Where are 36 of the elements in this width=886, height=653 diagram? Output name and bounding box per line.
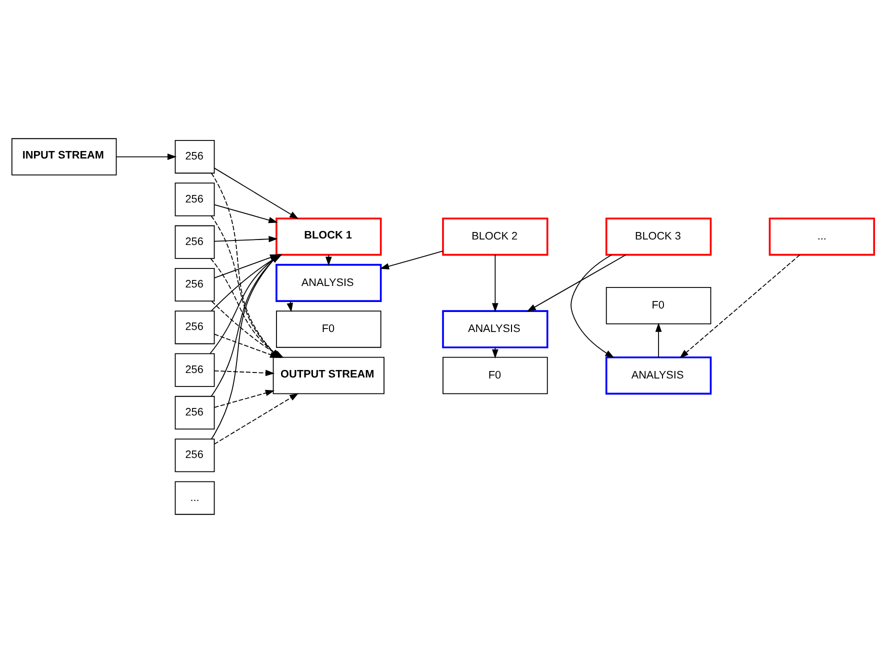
arrow bbox=[492, 254, 498, 312]
arrow bbox=[214, 393, 299, 445]
node-box: F0 bbox=[606, 287, 712, 324]
node-box: 256 bbox=[174, 310, 215, 344]
node-box: 256 bbox=[174, 182, 215, 216]
node-box: INPUT STREAM bbox=[11, 138, 117, 176]
node-box: BLOCK 3 bbox=[605, 218, 712, 256]
arrow bbox=[325, 254, 332, 266]
arrow bbox=[655, 322, 662, 358]
node-box: BLOCK 2 bbox=[442, 218, 548, 256]
node-box: 256 bbox=[174, 140, 215, 174]
arrow bbox=[570, 254, 614, 358]
node-box: OUTPUT STREAM bbox=[272, 356, 384, 394]
node-box: 256 bbox=[174, 396, 215, 430]
node-box: 256 bbox=[174, 268, 215, 302]
arrow bbox=[116, 154, 177, 160]
node-box: F0 bbox=[276, 310, 382, 348]
node-box: 256 bbox=[174, 438, 215, 472]
arrow bbox=[526, 254, 626, 312]
arrow bbox=[680, 254, 800, 358]
arrow bbox=[214, 370, 275, 376]
node-box: BLOCK 1 bbox=[276, 218, 382, 256]
node-box: 256 bbox=[174, 353, 215, 387]
arrow bbox=[214, 390, 275, 408]
node-box: ANALYSIS bbox=[605, 356, 712, 395]
arrow bbox=[214, 168, 299, 220]
arrow bbox=[380, 250, 444, 270]
node-box: ... bbox=[174, 481, 215, 515]
arrow bbox=[214, 236, 278, 242]
node-box: F0 bbox=[442, 356, 548, 394]
node-box: ANALYSIS bbox=[276, 264, 382, 302]
node-box: 256 bbox=[174, 225, 215, 259]
node-box: ... bbox=[768, 218, 875, 256]
node-box: ANALYSIS bbox=[442, 310, 548, 348]
arrow bbox=[214, 204, 278, 224]
arrow bbox=[492, 347, 498, 358]
